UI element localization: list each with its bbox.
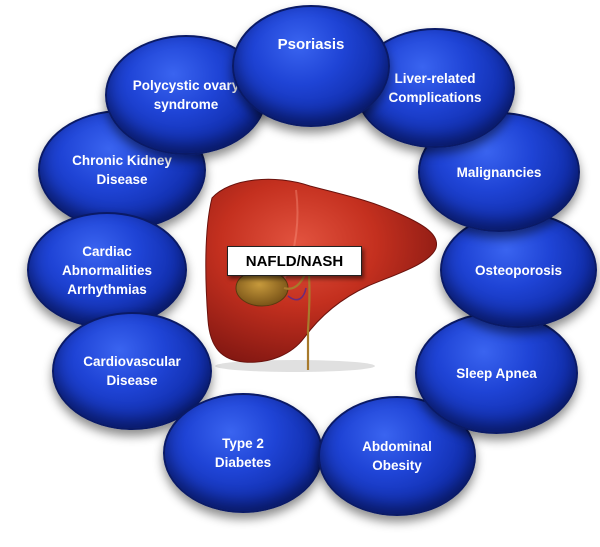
liver-shadow xyxy=(215,360,375,372)
node-label: Chronic Kidney Disease xyxy=(72,153,172,187)
center-label: NAFLD/NASH xyxy=(227,246,362,276)
node-label: Psoriasis xyxy=(277,35,345,53)
node-osteoporosis: Osteoporosis xyxy=(440,212,597,328)
node-psoriasis: Psoriasis xyxy=(232,5,390,127)
node-label: Polycystic ovary syndrome xyxy=(132,78,240,112)
node-label: Cardiac Abnormalities Arrhythmias xyxy=(61,243,153,297)
node-label: Abdominal Obesity xyxy=(362,439,432,473)
node-label: Malignancies xyxy=(456,164,542,180)
node-label: Type 2 Diabetes xyxy=(214,436,272,470)
node-sleep-apnea: Sleep Apnea xyxy=(415,312,578,434)
node-abdominal-obesity: Abdominal Obesity xyxy=(318,396,476,516)
node-label: Cardiovascular Disease xyxy=(83,354,181,388)
node-cardiac-abnormalities-arrhythmias: Cardiac Abnormalities Arrhythmias xyxy=(27,212,187,328)
node-label: Osteoporosis xyxy=(474,262,563,278)
hepatic-vessel xyxy=(287,287,307,301)
node-label: Liver-related Complications xyxy=(388,71,482,105)
node-label: Sleep Apnea xyxy=(456,365,537,381)
node-type-2-diabetes: Type 2 Diabetes xyxy=(163,393,323,513)
